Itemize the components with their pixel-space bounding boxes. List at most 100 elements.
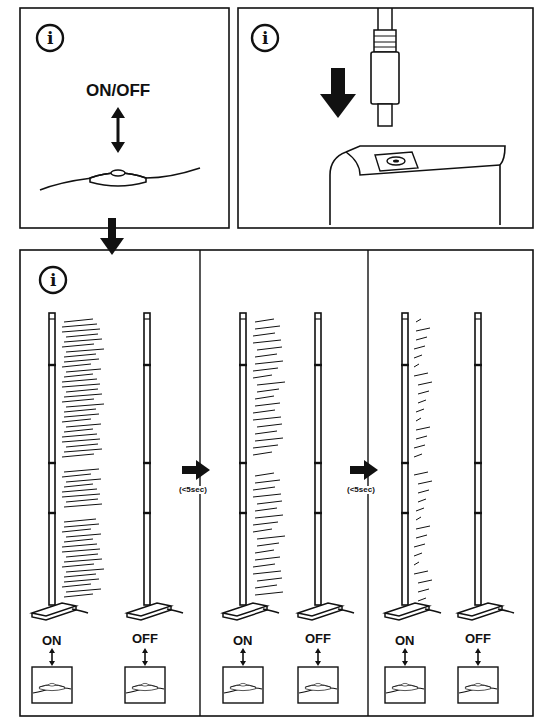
light-ray bbox=[416, 535, 427, 538]
light-ray bbox=[418, 382, 432, 385]
light-ray bbox=[416, 436, 427, 439]
light-ray bbox=[64, 579, 99, 582]
light-ray bbox=[66, 424, 101, 427]
light-ray bbox=[416, 337, 427, 340]
light-ray bbox=[253, 417, 281, 420]
light-ray bbox=[418, 598, 426, 601]
light-ray bbox=[257, 424, 282, 427]
light-ray bbox=[253, 529, 272, 532]
light-ray bbox=[418, 490, 429, 493]
light-ray bbox=[62, 454, 94, 457]
light-ray bbox=[257, 543, 279, 546]
light-ray bbox=[62, 494, 100, 497]
light-ray bbox=[66, 499, 98, 502]
light-ray bbox=[66, 389, 98, 392]
state-label: OFF bbox=[304, 632, 332, 645]
light-ray bbox=[414, 562, 419, 565]
light-ray bbox=[66, 334, 98, 337]
light-ray bbox=[64, 354, 96, 357]
switch-label: ON/OFF bbox=[86, 82, 150, 99]
info-icon: i bbox=[47, 30, 53, 47]
light-ray bbox=[418, 481, 432, 484]
light-ray bbox=[66, 554, 98, 557]
light-ray bbox=[64, 594, 93, 597]
info-icon: i bbox=[262, 30, 268, 47]
light-ray bbox=[66, 534, 101, 537]
light-ray bbox=[255, 361, 283, 364]
light-ray bbox=[253, 564, 275, 567]
light-ray bbox=[62, 529, 91, 532]
light-ray bbox=[253, 571, 281, 574]
light-ray bbox=[62, 439, 100, 442]
light-ray bbox=[257, 578, 282, 581]
light-ray bbox=[255, 515, 283, 518]
info-icon: i bbox=[50, 272, 56, 289]
light-ray bbox=[64, 484, 93, 487]
light-ray bbox=[257, 501, 282, 504]
time-note: (<5sec) bbox=[346, 486, 376, 494]
light-ray bbox=[62, 384, 100, 387]
light-ray bbox=[64, 359, 99, 362]
light-ray bbox=[62, 379, 97, 382]
state-label: ON bbox=[232, 634, 254, 647]
light-ray bbox=[62, 564, 94, 567]
light-ray bbox=[255, 473, 274, 476]
state-label: ON bbox=[41, 634, 63, 647]
light-ray bbox=[62, 399, 94, 402]
light-ray bbox=[64, 339, 102, 342]
light-ray bbox=[416, 517, 421, 520]
light-ray bbox=[416, 328, 430, 331]
light-ray bbox=[62, 544, 97, 547]
light-ray bbox=[64, 559, 102, 562]
light-ray bbox=[64, 319, 93, 322]
light-ray bbox=[416, 508, 424, 511]
light-ray bbox=[255, 508, 277, 511]
light-ray bbox=[255, 403, 280, 406]
light-ray bbox=[253, 333, 275, 336]
light-ray bbox=[253, 368, 278, 371]
light-ray bbox=[255, 396, 274, 399]
light-ray bbox=[414, 571, 428, 574]
light-ray bbox=[66, 369, 101, 372]
light-ray bbox=[416, 526, 430, 529]
light-ray bbox=[66, 569, 104, 572]
light-ray bbox=[416, 409, 424, 412]
light-ray bbox=[62, 549, 100, 552]
light-ray bbox=[418, 400, 426, 403]
light-ray bbox=[64, 574, 96, 577]
light-ray bbox=[62, 434, 97, 437]
light-ray bbox=[255, 326, 280, 329]
light-ray bbox=[255, 592, 283, 595]
light-ray bbox=[414, 373, 428, 376]
light-ray bbox=[64, 449, 102, 452]
light-ray bbox=[253, 375, 272, 378]
light-ray bbox=[255, 431, 277, 434]
light-ray bbox=[414, 544, 425, 547]
light-ray bbox=[64, 394, 102, 397]
light-ray bbox=[253, 445, 278, 448]
light-ray bbox=[64, 504, 102, 507]
light-ray bbox=[418, 391, 429, 394]
state-label: OFF bbox=[131, 632, 159, 645]
light-ray bbox=[416, 319, 421, 322]
state-label: ON bbox=[394, 634, 416, 647]
light-ray bbox=[255, 585, 277, 588]
light-ray bbox=[62, 489, 97, 492]
light-ray bbox=[62, 474, 91, 477]
light-ray bbox=[255, 480, 280, 483]
light-ray bbox=[64, 374, 93, 377]
light-ray bbox=[418, 589, 429, 592]
light-ray bbox=[253, 410, 275, 413]
time-note: (<5sec) bbox=[178, 486, 208, 494]
light-ray bbox=[62, 364, 91, 367]
light-ray bbox=[257, 536, 285, 539]
light-ray bbox=[257, 389, 279, 392]
light-ray bbox=[255, 319, 274, 322]
light-ray bbox=[66, 589, 101, 592]
light-ray bbox=[66, 479, 101, 482]
light-ray bbox=[62, 584, 91, 587]
light-ray bbox=[255, 438, 283, 441]
light-ray bbox=[62, 329, 100, 332]
light-ray bbox=[416, 418, 421, 421]
light-ray bbox=[418, 499, 426, 502]
